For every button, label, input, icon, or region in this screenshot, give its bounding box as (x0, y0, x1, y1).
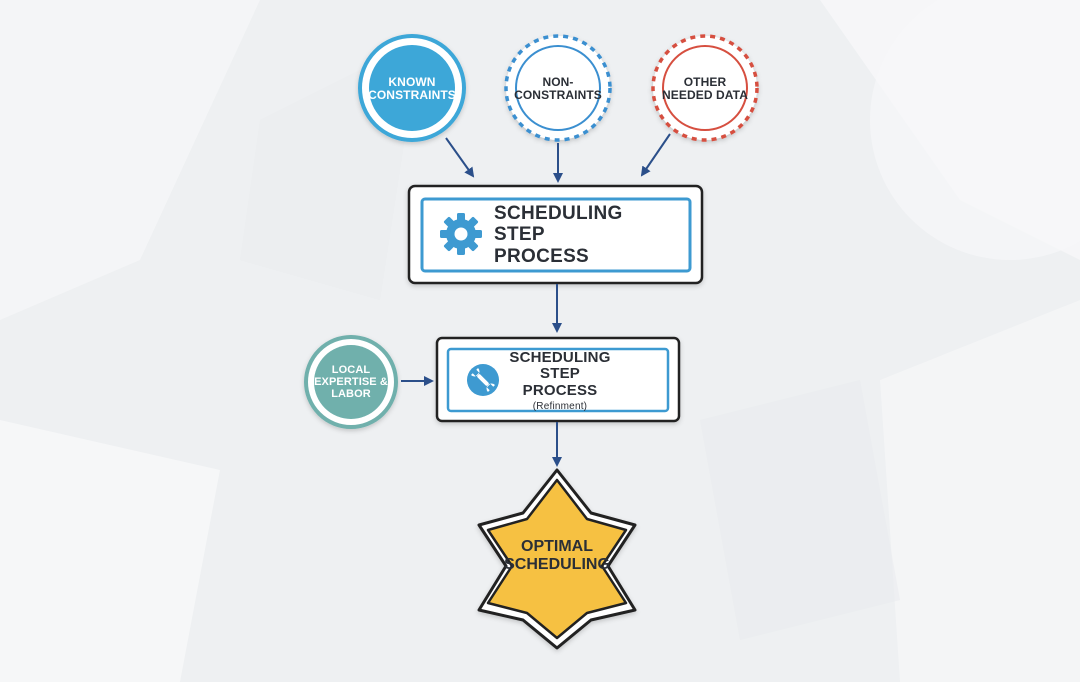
local-expertise-label: LOCAL EXPERTISE & LABOR (314, 360, 388, 404)
local-expertise-line2: EXPERTISE & (314, 375, 388, 388)
gear-icon (440, 213, 482, 255)
process-2-line1: SCHEDULING (509, 348, 611, 366)
other-needed-data-label: OTHER NEEDED DATA (662, 72, 748, 106)
process-2-line2: STEP PROCESS (522, 365, 598, 399)
scheduling-step-process-box (407, 184, 704, 285)
non-constraints-line1: NON- (542, 74, 574, 89)
process-1-title: SCHEDULING STEP PROCESS (494, 203, 634, 267)
process-1-line1: SCHEDULING (494, 203, 623, 225)
other-needed-data-line1: OTHER (683, 74, 727, 89)
optimal-line2: SCHEDULING (504, 556, 610, 573)
other-needed-data-node (651, 34, 759, 142)
known-constraints-line1: KNOWN (388, 74, 436, 89)
wrench-icon (467, 364, 499, 396)
local-expertise-node (304, 335, 398, 429)
local-expertise-line3: LABOR (331, 388, 371, 401)
optimal-scheduling-star (477, 468, 637, 650)
process-1-line2: STEP PROCESS (494, 224, 590, 267)
non-constraints-line2: CONSTRAINTS (514, 88, 602, 102)
known-constraints-label: KNOWN CONSTRAINTS (368, 72, 456, 106)
other-needed-data-line2: NEEDED DATA (662, 88, 748, 102)
optimal-line1: OPTIMAL (521, 537, 593, 555)
optimal-scheduling-label: OPTIMAL SCHEDULING (497, 534, 617, 578)
arrow-other-to-process (640, 133, 671, 177)
scheduling-refinement-box (435, 336, 681, 423)
non-constraints-label: NON- CONSTRAINTS (514, 72, 602, 106)
process-2-title: SCHEDULING STEP PROCESS (Refinment) (505, 349, 615, 412)
process-2-note: (Refinment) (532, 401, 588, 413)
non-constraints-node (504, 34, 612, 142)
arrow-known-to-process (445, 137, 475, 178)
local-expertise-line1: LOCAL (331, 363, 371, 376)
known-constraints-line2: CONSTRAINTS (368, 88, 456, 102)
known-constraints-node (358, 34, 466, 142)
